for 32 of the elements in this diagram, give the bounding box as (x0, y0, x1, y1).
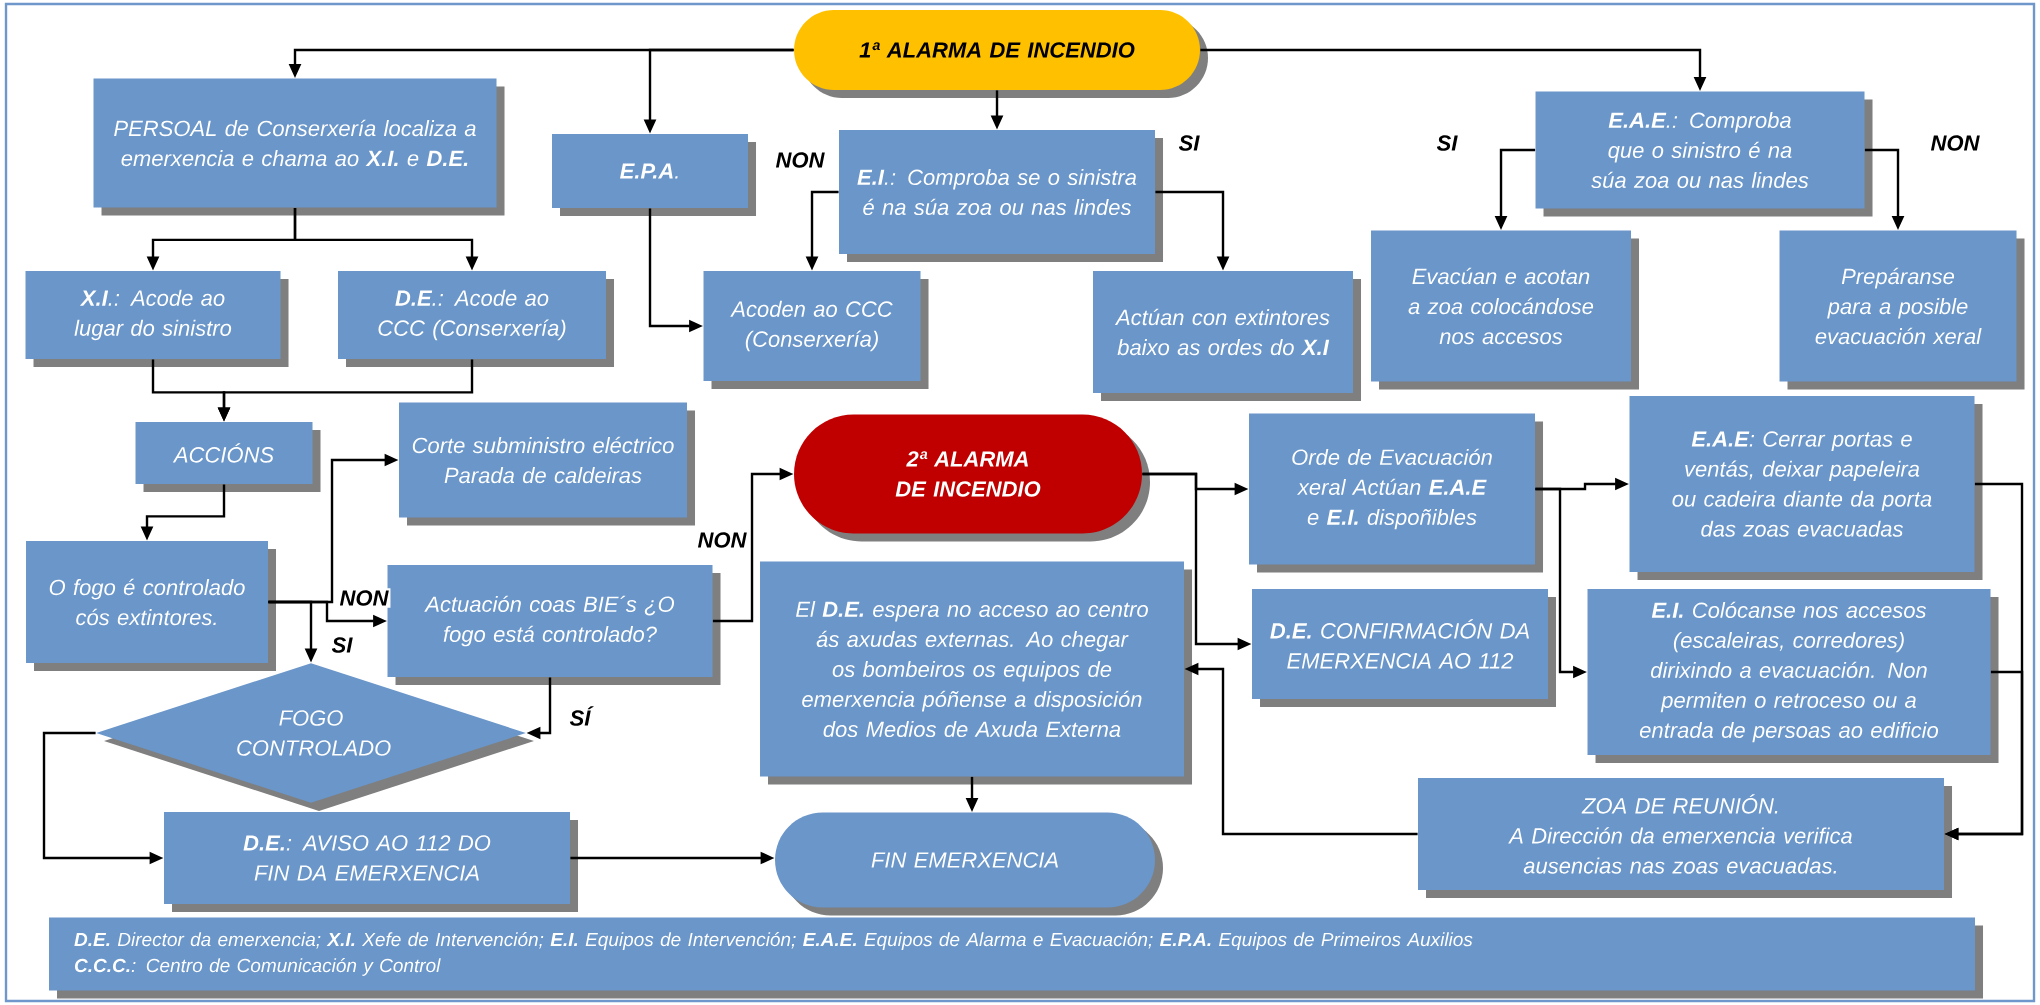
edge-label: NON (695, 530, 749, 550)
process-box: D.E.: AVISO AO 112 DO FIN DA EMERXENCIA (164, 812, 578, 912)
edge-label: SI (1434, 133, 1460, 153)
process-box: E.P.A. (552, 134, 756, 216)
terminal-pill: 2ª ALARMA DE INCENDIO (794, 414, 1150, 542)
edge-label: NON (1928, 133, 1982, 153)
process-box: Orde de Evacuación xeral Actúan E.A.E e E.I. dispoñibles (1249, 413, 1543, 573)
process-box: Prepáranse para a posible evacuación xeral (1779, 230, 2025, 390)
process-box: E.I.: Comproba se o sinistra é na súa zoa ou nas lindes (839, 130, 1163, 262)
process-box: E.A.E: Cerrar portas e ventás, deixar papeleira ou cadeira diante da porta das zoas evacuadas (1629, 396, 1983, 580)
process-box: ACCIÓNS (135, 422, 321, 492)
process-box: El D.E. espera no acceso ao centro ás axudas externas. Ao chegar os bombeiros os equipos de emerxencia póñense a disposición dos Medios de Axuda Externa (760, 561, 1192, 785)
process-box: Acoden ao CCC (Conserxería) (703, 271, 929, 389)
edge-label: SÍ (567, 704, 594, 728)
process-box: Evacúan e acotan a zoa colocándose nos accesos (1371, 230, 1639, 390)
process-box: PERSOAL de Conserxería localiza a emerxencia e chama ao X.I. e D.E. (93, 78, 505, 216)
process-box: Corte subministro eléctrico Parada de caldeiras (399, 402, 695, 526)
abbreviation-box: D.E. Director da emerxencia; X.I. Xefe de Intervención; E.I. Equipos de Intervención; E.A.E. Equipos de Alarma e Evacuación; E.P.A. Equipos de Primeiros Auxilios C.C.C.: Centro de Comunicación y Control (49, 917, 1983, 999)
process-box: ZOA DE REUNIÓN. A Dirección da emerxencia verifica ausencias nas zoas evacuadas. (1418, 778, 1952, 898)
process-box: E.I. Colócanse nos accesos (escaleiras, corredores) dirixindo a evacuación. Non permiten o retroceso ou a entrada de persoas ao edificio (1587, 589, 1999, 763)
edge-label: NON (337, 588, 391, 608)
process-box: D.E.: Acode ao CCC (Conserxería) (338, 271, 614, 367)
terminal-pill: 1ª ALARMA DE INCENDIO (794, 10, 1208, 98)
process-box: X.I.: Acode ao lugar do sinistro (25, 271, 289, 367)
edge-label: SI (329, 635, 355, 655)
process-box: Actúan con extintores baixo as ordes do X.I (1093, 271, 1361, 401)
edge-label: SI (1176, 133, 1202, 153)
process-box: O fogo é controlado cós extintores. (26, 541, 276, 671)
terminal-pill: FIN EMERXENCIA (775, 812, 1163, 916)
edge-label: NON (773, 150, 827, 170)
process-box: E.A.E.: Comproba que o sinistro é na súa zoa ou nas lindes (1535, 91, 1873, 217)
process-box: D.E. CONFIRMACIÓN DA EMERXENCIA AO 112 (1252, 589, 1556, 707)
